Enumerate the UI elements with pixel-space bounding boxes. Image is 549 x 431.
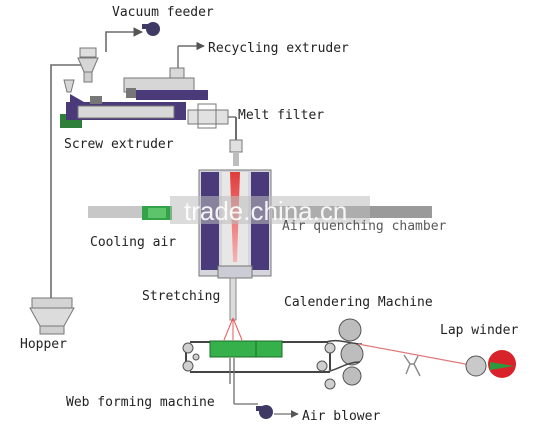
label-air-quenching-chamber: Air quenching chamber (282, 219, 447, 234)
lap-winder-icon (465, 350, 516, 378)
extruder-hopper-icon (63, 47, 99, 93)
calendering-rollers-icon (325, 318, 364, 386)
watermark: trade.china.cn (184, 196, 347, 226)
stretching-tube (223, 277, 243, 341)
label-air-blower: Air blower (302, 409, 380, 424)
label-lap-winder: Lap winder (440, 323, 518, 338)
hopper-icon (29, 297, 75, 335)
label-melt-filter: Melt filter (238, 108, 324, 123)
cooling-air-duct (88, 196, 432, 224)
label-vacuum-feeder: Vacuum feeder (112, 5, 214, 20)
label-recycling-extruder: Recycling extruder (208, 41, 349, 56)
melt-filter-icon (187, 103, 243, 166)
vacuum-feeder-icon (142, 22, 160, 36)
air-blower-icon (234, 403, 299, 419)
label-cooling-air: Cooling air (90, 235, 176, 250)
web-line (357, 343, 477, 377)
label-screw-extruder: Screw extruder (64, 137, 174, 152)
label-hopper: Hopper (20, 337, 67, 352)
web-forming-machine-icon (182, 340, 336, 404)
label-calendering-machine: Calendering Machine (284, 295, 433, 310)
recycling-extruder-icon (123, 41, 208, 100)
feed-pipe (50, 27, 143, 298)
label-web-forming-machine: Web forming machine (66, 395, 215, 410)
screw-extruder-icon (60, 94, 186, 128)
label-stretching: Stretching (142, 289, 220, 304)
